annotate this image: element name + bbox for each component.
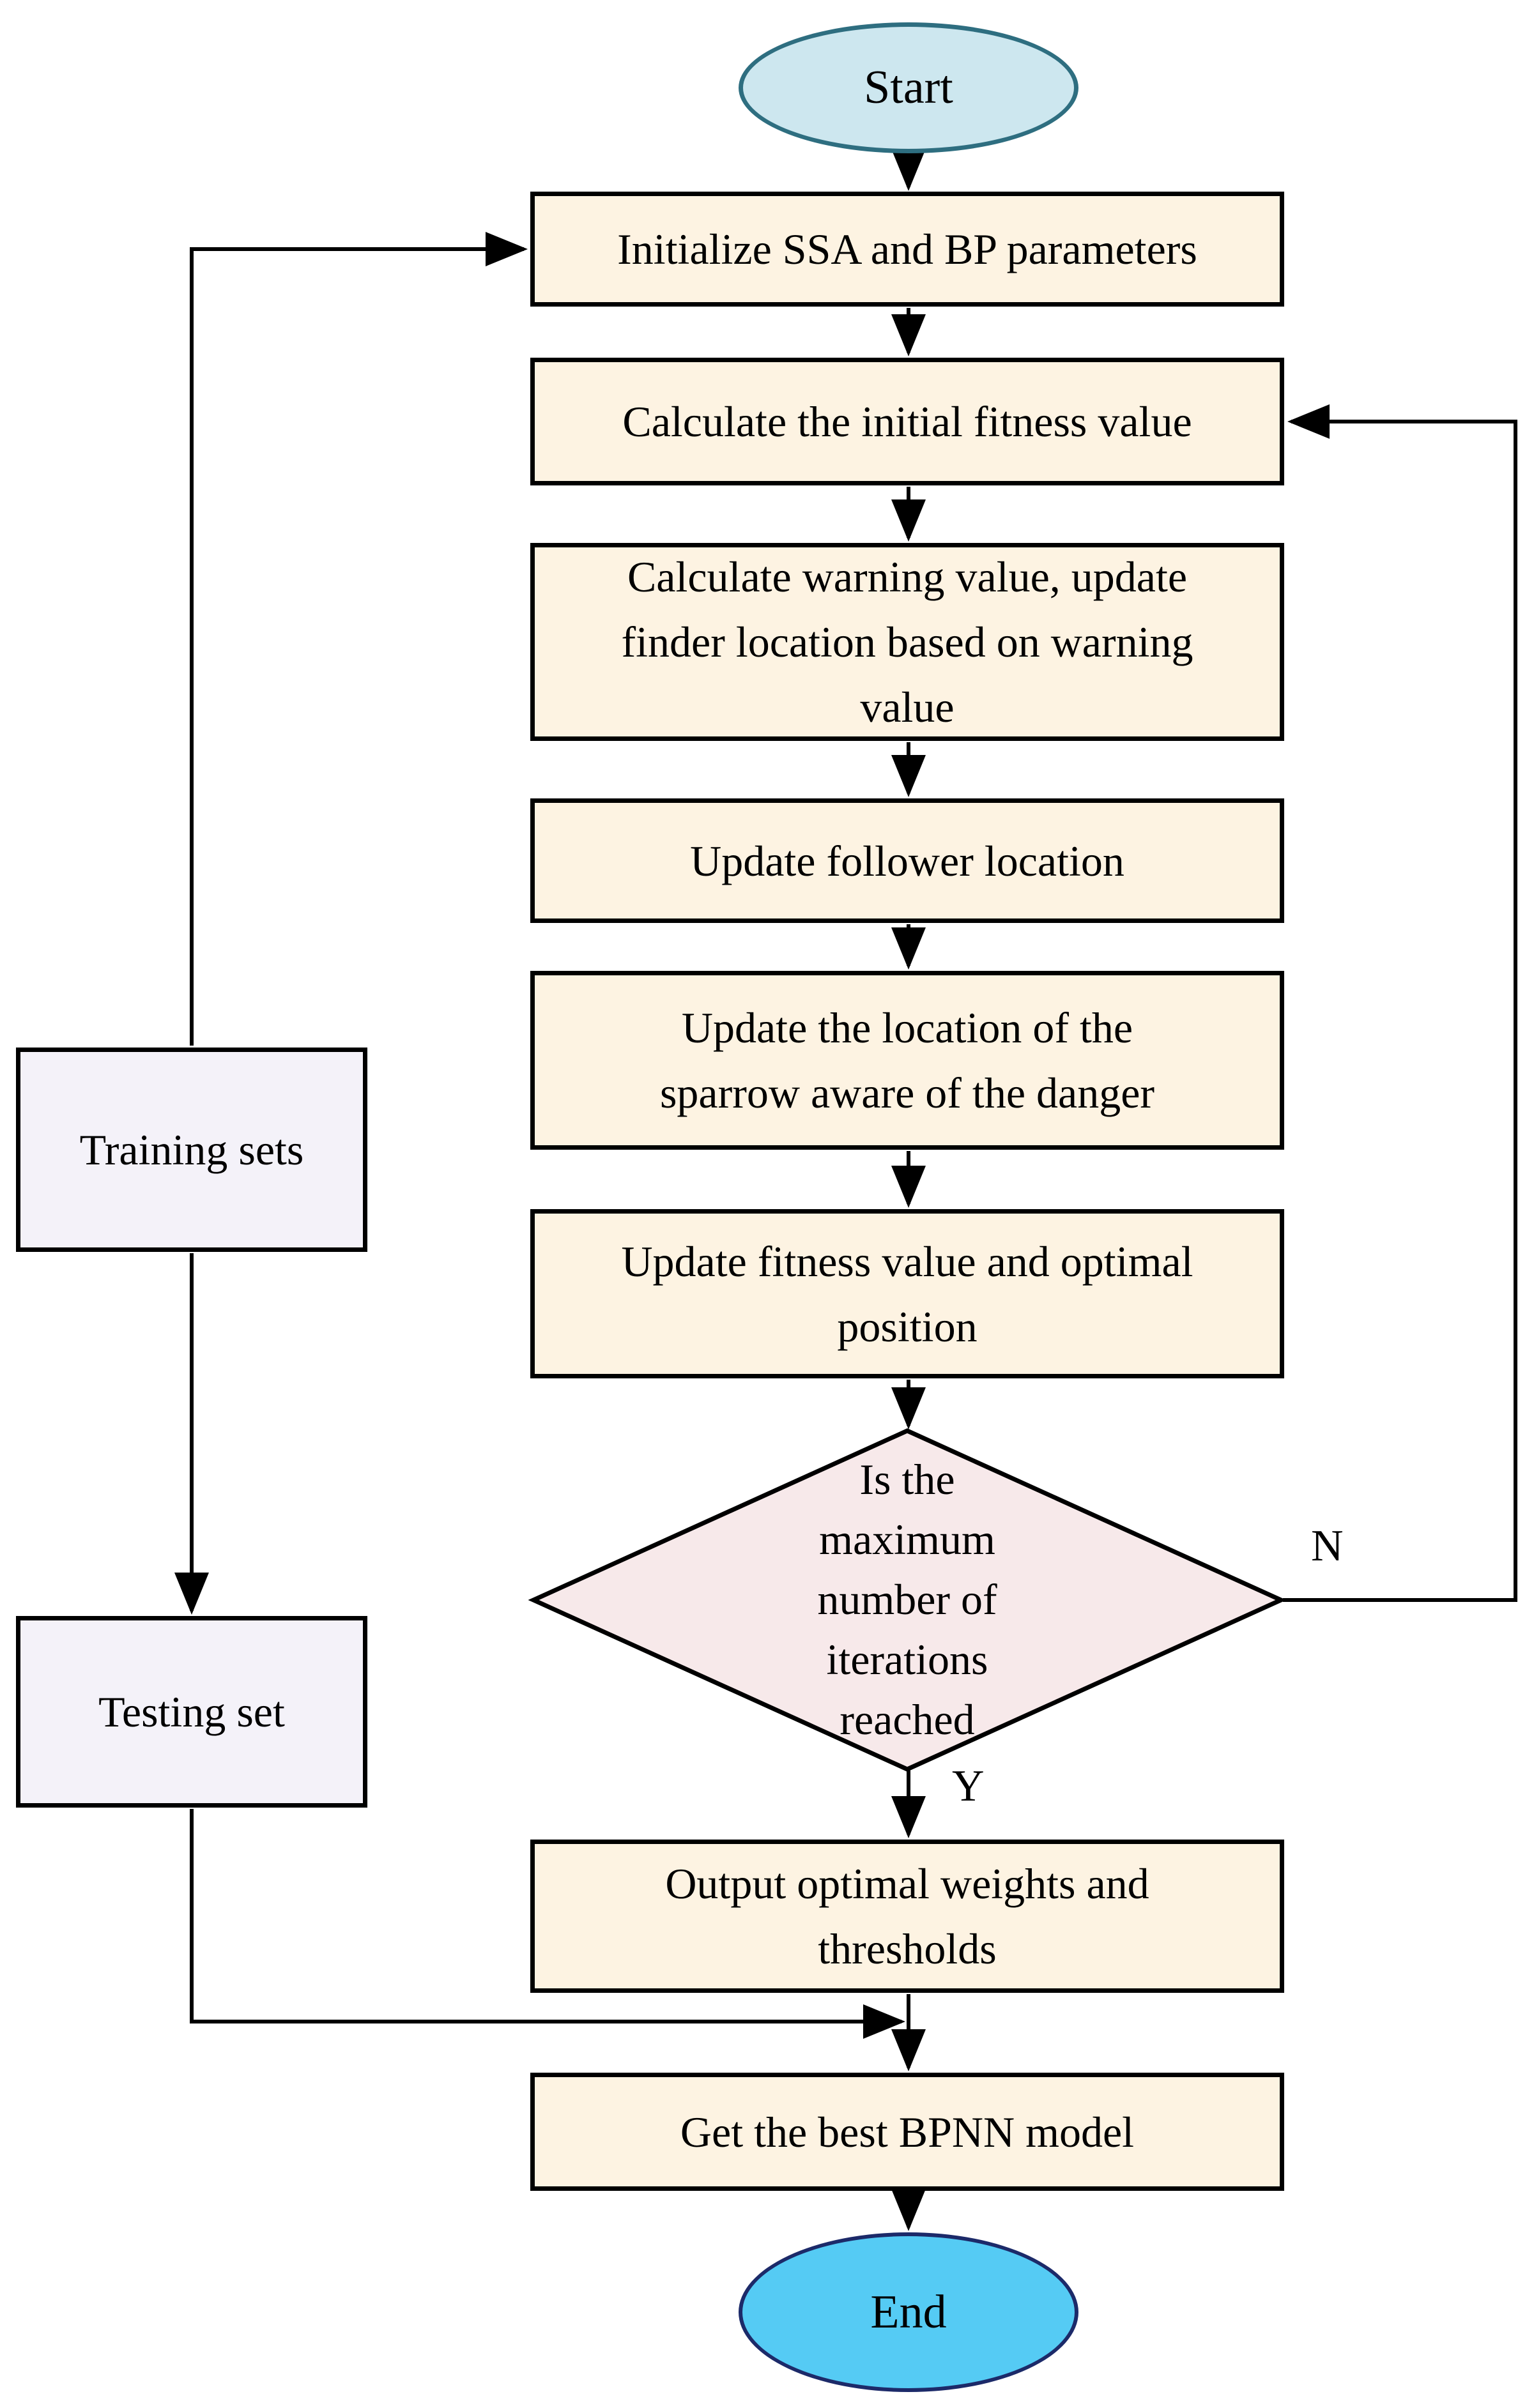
- start-label: Start: [864, 61, 953, 114]
- edge-testing-to-merge: [190, 1809, 905, 2039]
- node-end-terminator: End: [739, 2232, 1078, 2392]
- testing-set-label: Testing set: [98, 1687, 285, 1736]
- node-start-terminator: Start: [739, 22, 1078, 153]
- node-training-sets: Training sets: [16, 1048, 367, 1252]
- end-label: End: [870, 2285, 947, 2338]
- output-optimal-weights-label: Output optimal weights and thresholds: [665, 1859, 1149, 1973]
- node-initialize-parameters: Initialize SSA and BP parameters: [530, 192, 1284, 307]
- node-get-best-bpnn-model: Get the best BPNN model: [530, 2073, 1284, 2191]
- update-follower-location-label: Update follower location: [690, 836, 1124, 885]
- decision-max-iterations-label: Is the maximum number of iterations reac…: [817, 1455, 997, 1744]
- calculate-initial-fitness-label: Calculate the initial fitness value: [622, 397, 1192, 446]
- edge-decision-no-loop: [1283, 404, 1517, 1602]
- node-calculate-warning-value: Calculate warning value, update finder l…: [530, 543, 1284, 741]
- node-calculate-initial-fitness: Calculate the initial fitness value: [530, 358, 1284, 485]
- node-update-sparrow-location: Update the location of the sparrow aware…: [530, 971, 1284, 1150]
- calculate-warning-value-label: Calculate warning value, update finder l…: [621, 552, 1193, 731]
- node-testing-set: Testing set: [16, 1616, 367, 1808]
- update-sparrow-location-label: Update the location of the sparrow aware…: [659, 1003, 1155, 1117]
- node-update-follower-location: Update follower location: [530, 798, 1284, 923]
- update-fitness-value-label: Update fitness value and optimal positio…: [621, 1237, 1193, 1351]
- initialize-parameters-label: Initialize SSA and BP parameters: [617, 225, 1197, 273]
- decision-diamond-shape: [528, 1428, 1287, 1772]
- branch-label-yes: Y: [952, 1762, 985, 1811]
- edge-training-to-init: [190, 232, 528, 1046]
- training-sets-label: Training sets: [79, 1125, 304, 1174]
- node-output-optimal-weights: Output optimal weights and thresholds: [530, 1840, 1284, 1993]
- node-update-fitness-value: Update fitness value and optimal positio…: [530, 1209, 1284, 1378]
- node-decision-max-iterations: Is the maximum number of iterations reac…: [728, 1447, 1086, 1753]
- get-best-bpnn-model-label: Get the best BPNN model: [680, 2107, 1135, 2156]
- branch-label-no: N: [1311, 1521, 1344, 1571]
